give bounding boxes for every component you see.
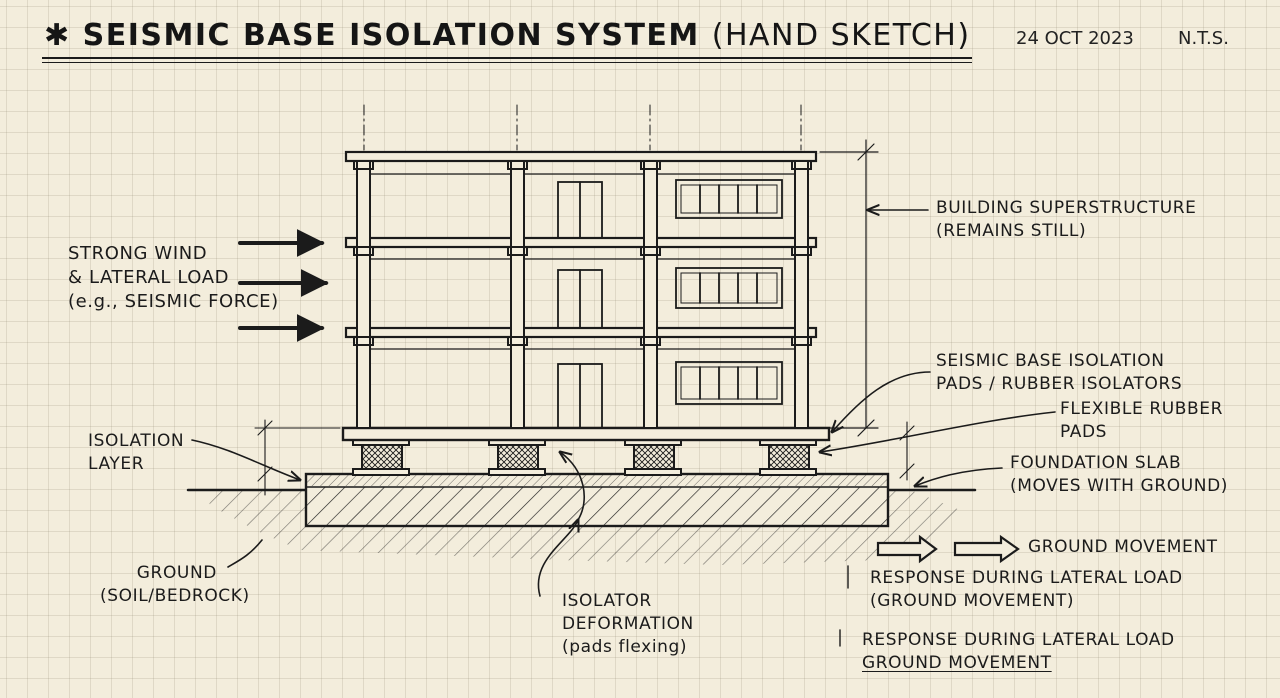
date-label: 24 OCT 2023	[1016, 28, 1134, 49]
isolation-pads-label: SEISMIC BASE ISOLATION PADS / RUBBER ISO…	[936, 351, 1183, 394]
title-underline-2	[42, 62, 972, 63]
superstructure-dimension	[819, 139, 879, 437]
ground-movement-label: GROUND MOVEMENT	[1028, 537, 1218, 557]
superstructure-label: BUILDING SUPERSTRUCTURE (REMAINS STILL)	[936, 198, 1197, 241]
isolator-deformation-label: ISOLATOR DEFORMATION (pads flexing)	[562, 591, 694, 657]
leader-lines	[191, 210, 1056, 597]
isolation-layer-dimension	[254, 419, 341, 496]
isolation-layer-label: ISOLATION LAYER	[88, 431, 185, 474]
slab-top-layer	[307, 475, 887, 486]
foundation-slab-hatch	[307, 487, 887, 525]
page-title: SEISMIC BASE ISOLATION SYSTEM	[82, 18, 700, 53]
windows	[675, 179, 783, 405]
slab-dimension	[899, 421, 915, 481]
foundation-slab-label: FOUNDATION SLAB (MOVES WITH GROUND)	[1010, 453, 1228, 496]
ground-label: GROUND (SOIL/BEDROCK)	[100, 563, 250, 606]
scale-label: N.T.S.	[1178, 28, 1229, 49]
asterisk-icon: ✱	[44, 18, 71, 53]
floor-slabs	[344, 150, 818, 350]
isolator-pads	[352, 437, 817, 476]
center-lines	[363, 104, 802, 151]
title-underline	[42, 57, 972, 59]
doors	[557, 181, 603, 429]
building-base-slab	[341, 426, 831, 442]
ground-movement-arrows	[876, 534, 1020, 564]
response-label-1: RESPONSE DURING LATERAL LOAD (GROUND MOV…	[870, 568, 1183, 611]
title-block: ✱ SEISMIC BASE ISOLATION SYSTEM (HAND SK…	[44, 18, 971, 53]
title-note: (HAND SKETCH)	[711, 18, 971, 53]
response-label-2: RESPONSE DURING LATERAL LOAD GROUND MOVE…	[862, 630, 1175, 673]
rubber-pads-label: FLEXIBLE RUBBER PADS	[1060, 399, 1224, 442]
columns	[353, 160, 812, 429]
wind-load-label: STRONG WIND & LATERAL LOAD (e.g., SEISMI…	[68, 243, 279, 312]
wind-arrows	[238, 229, 329, 342]
